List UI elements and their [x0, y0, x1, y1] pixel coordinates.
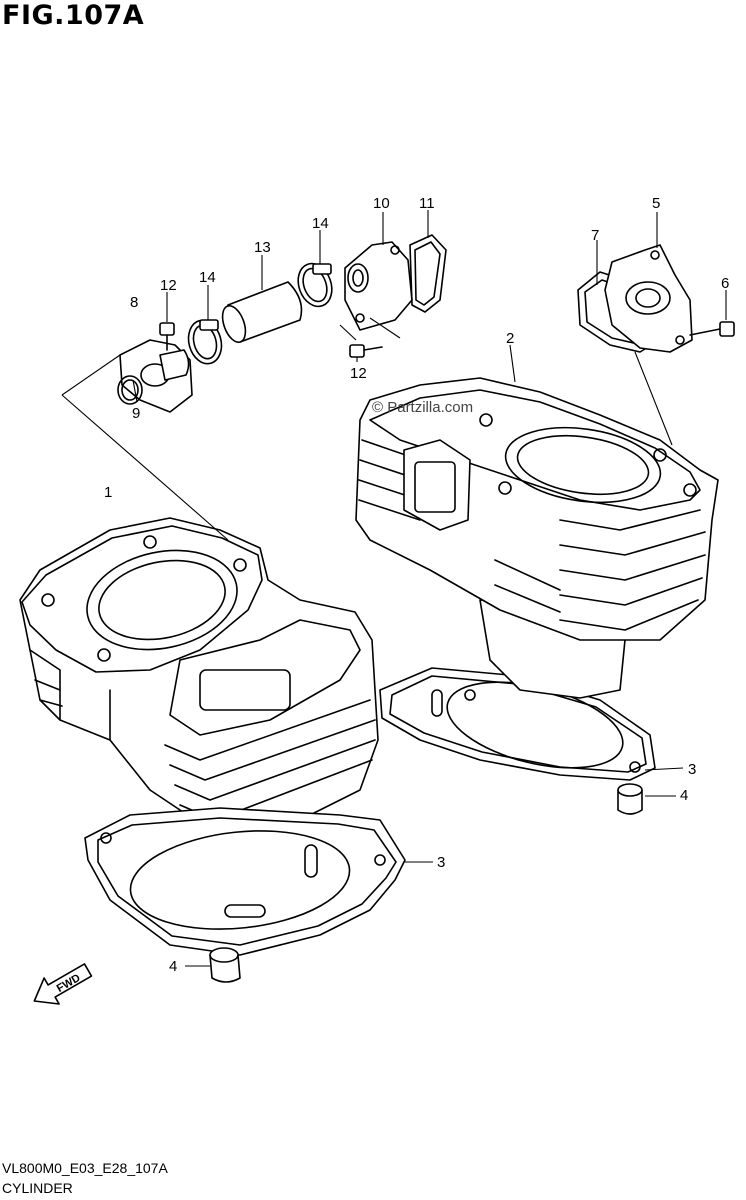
rear-cylinder — [355, 377, 719, 699]
callout-1: 1 — [104, 484, 112, 501]
callout-9: 9 — [132, 405, 140, 422]
hose-clamp-14-left — [187, 319, 223, 365]
fwd-label: FWD — [55, 972, 83, 995]
hose-clamp-14-right — [297, 262, 333, 308]
callout-3-front: 3 — [437, 854, 445, 871]
callout-13: 13 — [254, 239, 271, 256]
bolt-12-upper — [159, 322, 175, 351]
bolt-12-lower — [349, 344, 383, 358]
dowel-pin-front — [209, 947, 241, 983]
bolt-6 — [689, 321, 735, 337]
o-ring-9 — [117, 375, 143, 405]
water-cover-5 — [604, 244, 693, 353]
callout-3-rear: 3 — [688, 761, 696, 778]
diagram-code: VL800M0_E03_E28_107A — [2, 1160, 168, 1176]
callout-2: 2 — [506, 330, 514, 347]
callout-5: 5 — [652, 195, 660, 212]
callout-11: 11 — [419, 195, 435, 212]
callout-10: 10 — [373, 195, 390, 212]
gasket-11 — [409, 234, 447, 313]
callout-4-rear: 4 — [680, 787, 688, 804]
water-fitting-10 — [344, 241, 413, 331]
callout-4-front: 4 — [169, 958, 177, 975]
callout-12-lower: 12 — [350, 365, 367, 382]
diagram-name: CYLINDER — [2, 1180, 73, 1196]
callout-8: 8 — [130, 294, 138, 311]
callout-14-left: 14 — [199, 269, 216, 286]
callout-14-right: 14 — [312, 215, 329, 232]
water-hose-13 — [221, 281, 303, 343]
callout-labels: 1 2 3 3 4 4 5 6 7 8 9 10 11 12 12 13 14 … — [104, 195, 729, 975]
callout-7: 7 — [591, 227, 599, 244]
callout-6: 6 — [721, 275, 729, 292]
fwd-arrow-icon: FWD — [33, 963, 93, 1005]
figure-title: FIG.107A — [2, 0, 145, 31]
leader-lines — [61, 210, 727, 967]
dowel-pin-rear — [617, 783, 643, 815]
front-cylinder-base-gasket — [84, 807, 406, 956]
front-cylinder — [19, 517, 379, 831]
callout-12-upper: 12 — [160, 277, 177, 294]
watermark: © Partzilla.com — [372, 399, 474, 416]
